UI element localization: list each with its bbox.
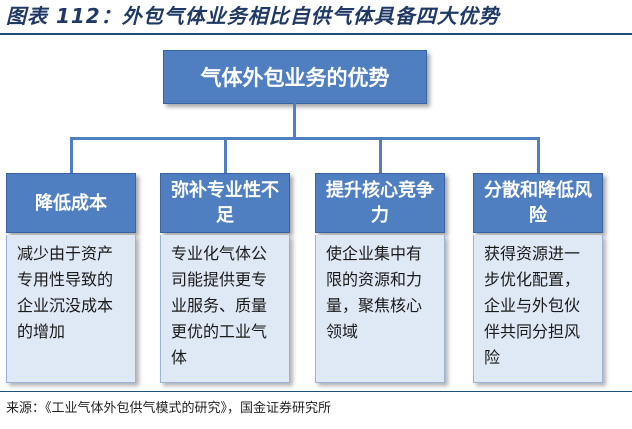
advantage-title: 分散和降低风险 <box>473 173 603 233</box>
connector-trunk <box>293 102 296 139</box>
connector-bar <box>70 137 540 140</box>
advantage-card-risk: 分散和降低风险 获得资源进一步优化配置，企业与外包伙伴共同分担风险 <box>473 173 603 383</box>
bottom-divider <box>0 391 632 392</box>
advantage-card-competitiveness: 提升核心竞争力 使企业集中有限的资源和力量，聚焦核心领域 <box>315 173 445 383</box>
connector-branch-2 <box>224 137 227 173</box>
advantage-title: 降低成本 <box>6 173 136 233</box>
top-divider <box>0 33 632 35</box>
figure-caption: 图表 112：外包气体业务相比自供气体具备四大优势 <box>6 4 500 28</box>
connector-branch-4 <box>537 137 540 173</box>
advantage-title: 弥补专业性不足 <box>160 173 290 233</box>
advantage-description: 获得资源进一步优化配置，企业与外包伙伴共同分担风险 <box>473 235 603 383</box>
advantage-card-expertise: 弥补专业性不足 专业化气体公司能提供更专业服务、质量更优的工业气体 <box>160 173 290 383</box>
connector-branch-1 <box>70 137 73 173</box>
connector-branch-3 <box>379 137 382 173</box>
advantage-card-cost: 降低成本 减少由于资产专用性导致的企业沉没成本的增加 <box>6 173 136 383</box>
root-node: 气体外包业务的优势 <box>163 50 427 104</box>
advantage-title: 提升核心竞争力 <box>315 173 445 233</box>
advantage-description: 专业化气体公司能提供更专业服务、质量更优的工业气体 <box>160 235 290 383</box>
source-note: 来源：《工业气体外包供气模式的研究》，国金证券研究所 <box>6 401 332 416</box>
advantage-description: 使企业集中有限的资源和力量，聚焦核心领域 <box>315 235 445 383</box>
root-node-label: 气体外包业务的优势 <box>200 66 390 90</box>
advantage-description: 减少由于资产专用性导致的企业沉没成本的增加 <box>6 235 136 383</box>
